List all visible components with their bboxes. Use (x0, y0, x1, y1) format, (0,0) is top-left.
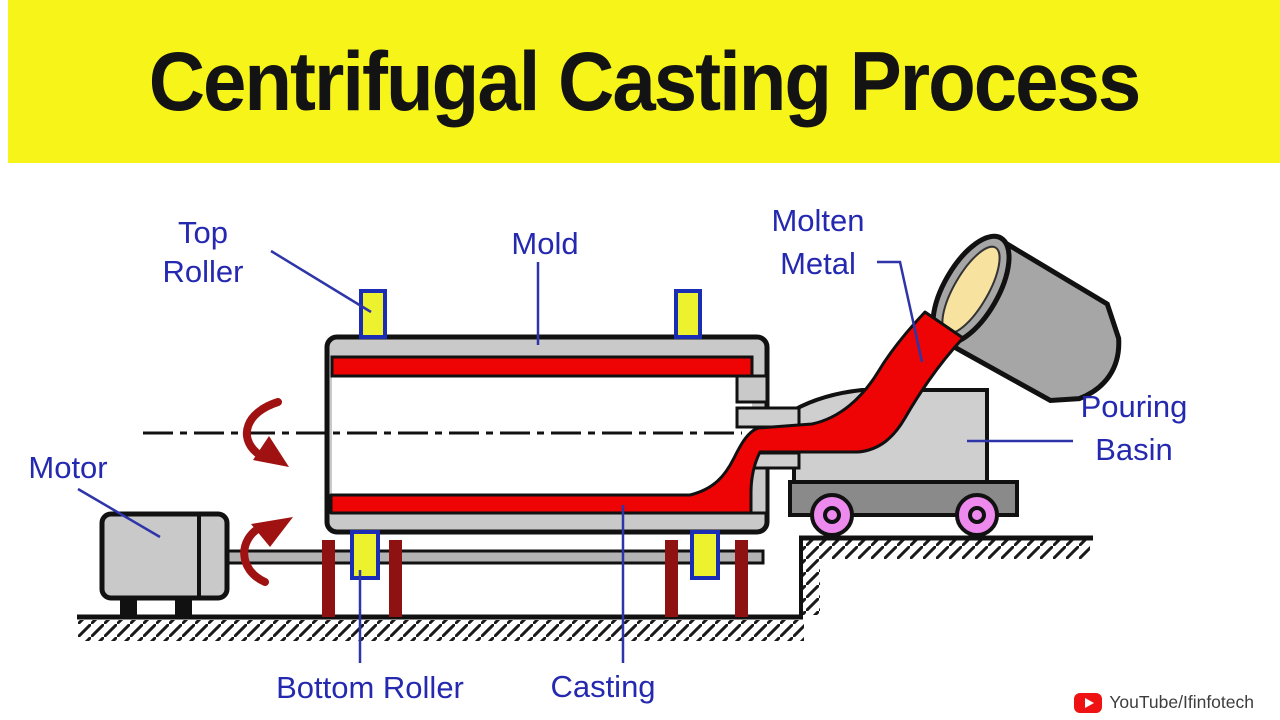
ground-hatch-platform (802, 540, 1090, 615)
rotation-arrow-lower (240, 517, 293, 586)
page-title: Centrifugal Casting Process (148, 33, 1142, 129)
motor-body (99, 511, 230, 601)
label-bottom-roller: Bottom Roller (276, 670, 464, 705)
bottom-roller-right (690, 530, 720, 580)
casting-layer-top (330, 355, 754, 378)
support-post (389, 540, 402, 617)
motor-foot-right (175, 596, 192, 616)
label-molten-metal-line2: Metal (780, 246, 856, 281)
label-pouring-basin-line2: Basin (1095, 432, 1173, 467)
mold-assembly (324, 334, 770, 535)
motor-foot-left (120, 596, 137, 616)
bottom-roller-left (350, 530, 380, 580)
rotation-arrow-upper (242, 398, 289, 467)
youtube-play-icon (1074, 692, 1103, 713)
pouring-ladle (930, 233, 1122, 404)
ground-hatch-lower (78, 620, 804, 641)
drive-shaft (222, 549, 765, 565)
channel-name: YouTube/Ifinfotech (1109, 692, 1254, 712)
label-top-roller-line1: Top (178, 215, 228, 250)
motor-assembly (99, 511, 230, 616)
support-post (735, 540, 748, 617)
leader-top-roller (270, 249, 372, 314)
label-mold: Mold (511, 226, 578, 261)
channel-watermark: YouTube/Ifinfotech (1074, 692, 1254, 713)
molten-metal-stream (329, 310, 965, 515)
support-post (322, 540, 335, 617)
cart-wheel-hub (968, 506, 986, 524)
title-banner: Centrifugal Casting Process (8, 0, 1280, 163)
mold-lip-upper (735, 374, 769, 404)
label-casting: Casting (550, 669, 655, 704)
rotation-arrowhead (251, 517, 293, 547)
label-motor: Motor (28, 450, 107, 485)
top-roller-right (674, 289, 702, 339)
support-post (665, 540, 678, 617)
leader-molten-metal (877, 260, 924, 363)
label-top-roller-line2: Roller (163, 254, 244, 289)
leader-motor (77, 487, 161, 539)
mold-cavity (332, 376, 752, 495)
label-pouring-basin-line1: Pouring (1081, 389, 1188, 424)
rotation-arrowhead (253, 436, 289, 467)
label-molten-metal-line1: Molten (771, 203, 864, 238)
cart-wheel-hub (823, 506, 841, 524)
top-roller-left (359, 289, 387, 339)
